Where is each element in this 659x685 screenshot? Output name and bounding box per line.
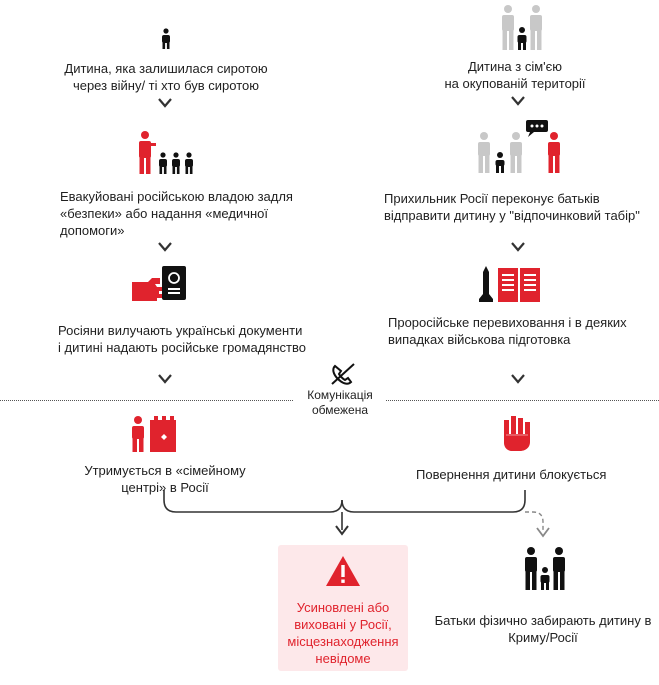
returned-outcome-text: Батьки фізично забирають дитину в Криму/… xyxy=(428,612,658,646)
outcome-connector xyxy=(163,490,550,538)
left-step4-line1: Утримується в «сімейному xyxy=(84,463,246,478)
missile-and-book-icon xyxy=(479,266,540,302)
left-step3-line1: Росіяни вилучають українські документи xyxy=(58,323,303,338)
adopted-line3: місцезнаходження xyxy=(287,634,399,649)
left-step3-text: Росіяни вилучають українські документи і… xyxy=(58,322,328,356)
right-step4-text: Повернення дитини блокується xyxy=(416,466,636,483)
communication-label: Комунікація обмежена xyxy=(294,388,386,424)
left-step1-text: Дитина, яка залишилася сиротою через вій… xyxy=(40,60,292,94)
adopted-line2: виховані у Росії, xyxy=(294,617,392,632)
adopted-outcome-box: Усиновлені або виховані у Росії, місцезн… xyxy=(278,545,408,671)
returned-line1: Батьки фізично забирають дитину в xyxy=(434,613,652,628)
chevron-down-icon xyxy=(511,374,525,384)
person-at-building-icon xyxy=(132,416,176,452)
persuading-person-icon xyxy=(478,120,560,173)
adopted-line4: невідоме xyxy=(315,651,371,666)
left-step4-line2: центрі» в Росії xyxy=(121,480,209,495)
communication-line2: обмежена xyxy=(311,403,369,417)
left-step2-line2: «безпеки» або надання «медичної xyxy=(60,206,268,221)
soldier-with-children-icon xyxy=(139,131,193,174)
chevron-down-icon xyxy=(158,98,172,108)
right-step1-line2: на окупованій території xyxy=(444,76,586,91)
communication-line1: Комунікація xyxy=(307,388,373,402)
chevron-down-icon xyxy=(511,96,525,106)
no-phone-icon xyxy=(331,363,355,385)
family-icon xyxy=(502,5,542,50)
adopted-line1: Усиновлені або xyxy=(296,600,390,615)
right-step2-line2: відправити дитину у "відпочинковий табір… xyxy=(384,208,640,223)
hand-with-passport-icon xyxy=(132,266,186,301)
chevron-down-icon xyxy=(158,242,172,252)
right-step1-text: Дитина з сім'єю на окупованій території xyxy=(410,58,620,92)
left-step3-line2: і дитині надають російське громадянство xyxy=(58,340,306,355)
right-step3-text: Проросійське перевиховання і в деяких ви… xyxy=(388,314,648,348)
right-step4-line1: Повернення дитини блокується xyxy=(416,467,607,482)
left-step4-text: Утримується в «сімейному центрі» в Росії xyxy=(60,462,270,496)
right-step2-line1: Прихильник Росії переконує батьків xyxy=(384,191,600,206)
stop-hand-icon xyxy=(504,416,530,451)
left-step2-text: Евакуйовані російською владою задля «без… xyxy=(60,188,320,239)
chevron-down-icon xyxy=(158,374,172,384)
right-step1-line1: Дитина з сім'єю xyxy=(467,59,563,74)
left-step1-line1: Дитина, яка залишилася сиротою xyxy=(64,61,268,76)
left-step1-line2: через війну/ ті хто був сиротою xyxy=(72,78,260,93)
right-step2-text: Прихильник Росії переконує батьків відпр… xyxy=(384,190,659,224)
chevron-down-icon xyxy=(511,242,525,252)
returned-line2: Криму/Росії xyxy=(508,630,578,645)
right-step3-line2: випадках військова підготовка xyxy=(388,332,571,347)
left-step2-line1: Евакуйовані російською владою задля xyxy=(60,189,293,204)
adopted-outcome-text: Усиновлені або виховані у Росії, місцезн… xyxy=(278,599,408,667)
family-reunited-icon xyxy=(525,547,565,590)
right-step3-line1: Проросійське перевиховання і в деяких xyxy=(388,315,627,330)
left-step2-line3: допомоги» xyxy=(60,223,125,238)
warning-icon xyxy=(326,556,360,586)
child-icon xyxy=(162,28,170,49)
